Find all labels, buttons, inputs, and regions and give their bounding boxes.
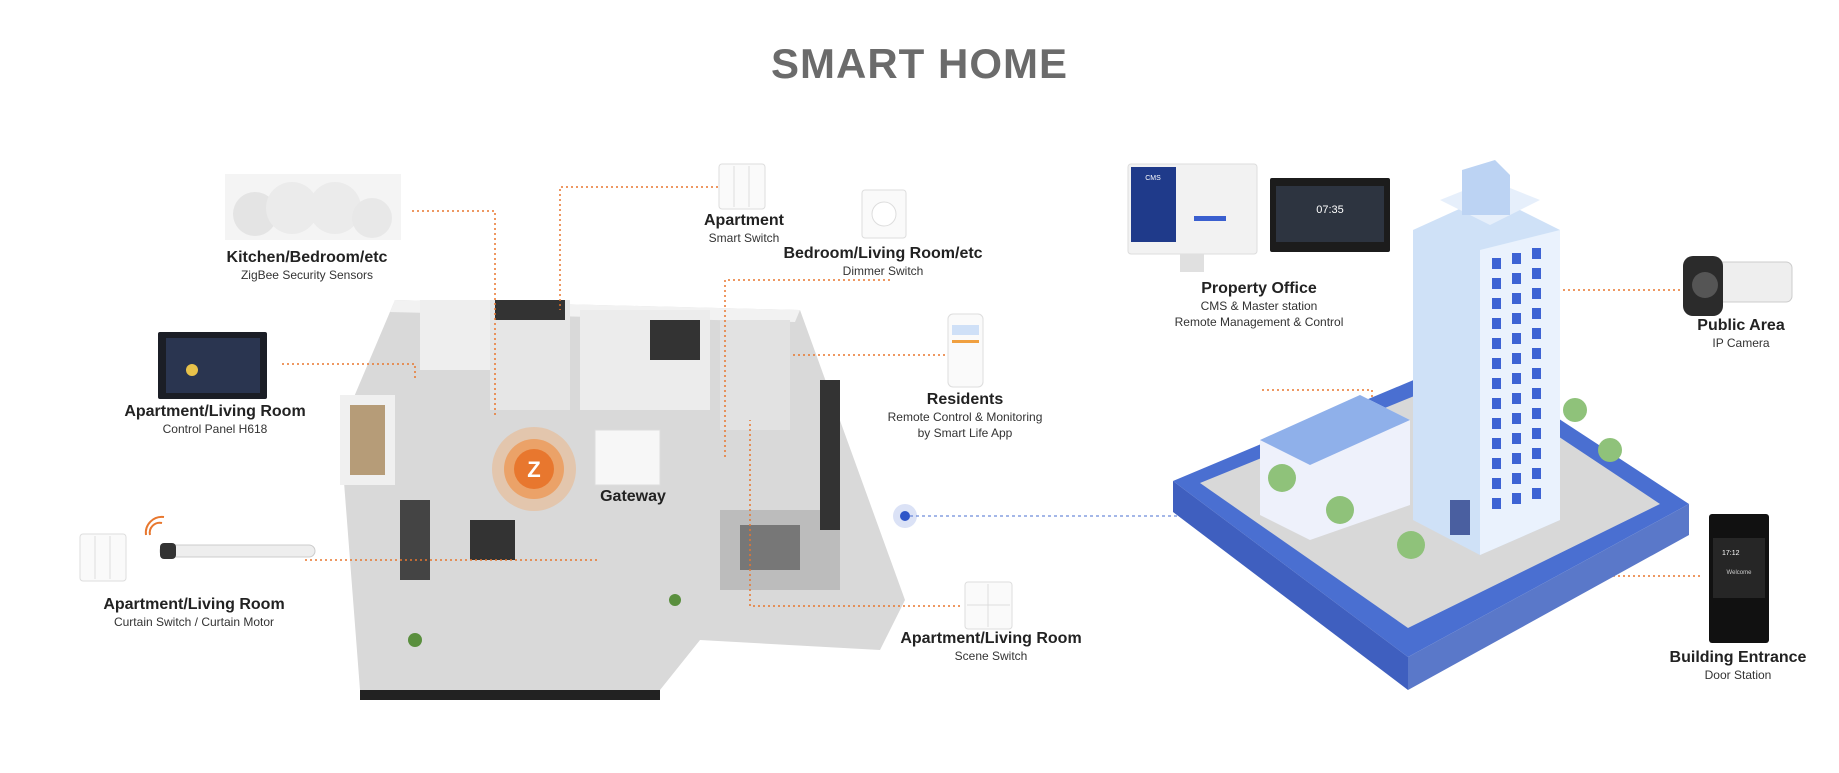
ip-camera-image xyxy=(1683,256,1793,316)
tower-window xyxy=(1512,333,1521,344)
scene-switch-heading: Apartment/Living Room xyxy=(900,630,1082,647)
curtain-sub: Curtain Switch / Curtain Motor xyxy=(113,615,275,629)
curtain-motor-image xyxy=(144,515,316,559)
tower-window xyxy=(1532,308,1541,319)
sensors-sub: ZigBee Security Sensors xyxy=(240,268,374,282)
door-station-heading: Building Entrance xyxy=(1669,649,1807,666)
window-grid xyxy=(1492,248,1541,509)
tower-window xyxy=(1512,473,1521,484)
dimmer-switch-image xyxy=(861,189,907,239)
tower-window xyxy=(1492,398,1501,409)
zigbee-sensors-image xyxy=(225,174,401,240)
tower-window xyxy=(1512,313,1521,324)
dimmer-sub: Dimmer Switch xyxy=(842,264,924,278)
door-station-image xyxy=(1709,514,1769,643)
zigbee-coordinator-icon xyxy=(492,427,576,511)
tower-window xyxy=(1532,468,1541,479)
curtain-switch-image xyxy=(79,533,127,582)
tower-window xyxy=(1532,408,1541,419)
tower-window xyxy=(1532,328,1541,339)
tower-window xyxy=(1512,393,1521,404)
control-panel-h618-image xyxy=(158,332,267,399)
property-office-heading: Property Office xyxy=(1201,280,1317,297)
scene-switch-image xyxy=(964,581,1013,630)
camera-label: Public Area IP Camera xyxy=(1697,316,1784,351)
cms-monitor-image xyxy=(1127,163,1258,272)
tower-window xyxy=(1492,278,1501,289)
smart-life-app-phone-image xyxy=(947,313,984,388)
tower-window xyxy=(1532,268,1541,279)
tower-window xyxy=(1512,413,1521,424)
tower-window xyxy=(1492,478,1501,489)
tower-window xyxy=(1492,498,1501,509)
curtain-heading: Apartment/Living Room xyxy=(103,596,285,613)
tower-window xyxy=(1532,488,1541,499)
tower-window xyxy=(1492,358,1501,369)
tower-window xyxy=(1532,248,1541,259)
tower-window xyxy=(1532,428,1541,439)
tower-window xyxy=(1512,253,1521,264)
apartment-floor-plan xyxy=(340,300,905,700)
tower-window xyxy=(1492,438,1501,449)
cms-screen-text: CMS xyxy=(1145,175,1161,182)
tower-window xyxy=(1492,258,1501,269)
tower-window xyxy=(1532,348,1541,359)
camera-sub: IP Camera xyxy=(1712,336,1770,350)
tower-window xyxy=(1512,293,1521,304)
master-station-clock: 07:35 xyxy=(1316,204,1344,216)
property-office-sub-2: Remote Management & Control xyxy=(1174,315,1344,329)
tower-window xyxy=(1512,353,1521,364)
tower-window xyxy=(1532,368,1541,379)
door-station-welcome: Welcome xyxy=(1727,570,1753,576)
tower-window xyxy=(1512,453,1521,464)
building-illustration xyxy=(1173,160,1689,690)
smart-switch-image xyxy=(718,163,766,210)
tower-window xyxy=(1492,418,1501,429)
tower-window xyxy=(1492,298,1501,309)
tower-window xyxy=(1532,288,1541,299)
tower-window xyxy=(1492,378,1501,389)
smart-switch-heading: Apartment xyxy=(703,212,785,229)
residents-sub-1: Remote Control & Monitoring xyxy=(887,410,1043,424)
residents-sub-2: by Smart Life App xyxy=(917,426,1013,440)
sensors-heading: Kitchen/Bedroom/etc xyxy=(226,249,388,266)
page-title: SMART HOME xyxy=(771,40,1068,87)
door-station-sub: Door Station xyxy=(1704,668,1772,682)
scene-switch-sub: Scene Switch xyxy=(954,649,1028,663)
tower-window xyxy=(1532,388,1541,399)
tower-window xyxy=(1512,493,1521,504)
zigbee-badge: Z xyxy=(527,457,540,482)
tower-window xyxy=(1532,448,1541,459)
tower-window xyxy=(1512,273,1521,284)
door-station-time: 17:12 xyxy=(1722,550,1740,557)
camera-heading: Public Area xyxy=(1697,317,1785,334)
tower-window xyxy=(1512,373,1521,384)
tower-window xyxy=(1512,433,1521,444)
dimmer-heading: Bedroom/Living Room/etc xyxy=(783,245,983,262)
network-node-icon xyxy=(893,504,917,528)
property-office-sub-1: CMS & Master station xyxy=(1200,299,1318,313)
master-station-image xyxy=(1270,178,1390,252)
tower-window xyxy=(1492,458,1501,469)
smart-switch-sub: Smart Switch xyxy=(708,231,780,245)
tower-window xyxy=(1492,318,1501,329)
tower-window xyxy=(1492,338,1501,349)
gateway-label: Gateway xyxy=(600,488,666,505)
residents-heading: Residents xyxy=(926,391,1004,408)
control-panel-sub: Control Panel H618 xyxy=(162,422,268,436)
control-panel-heading: Apartment/Living Room xyxy=(124,403,306,420)
